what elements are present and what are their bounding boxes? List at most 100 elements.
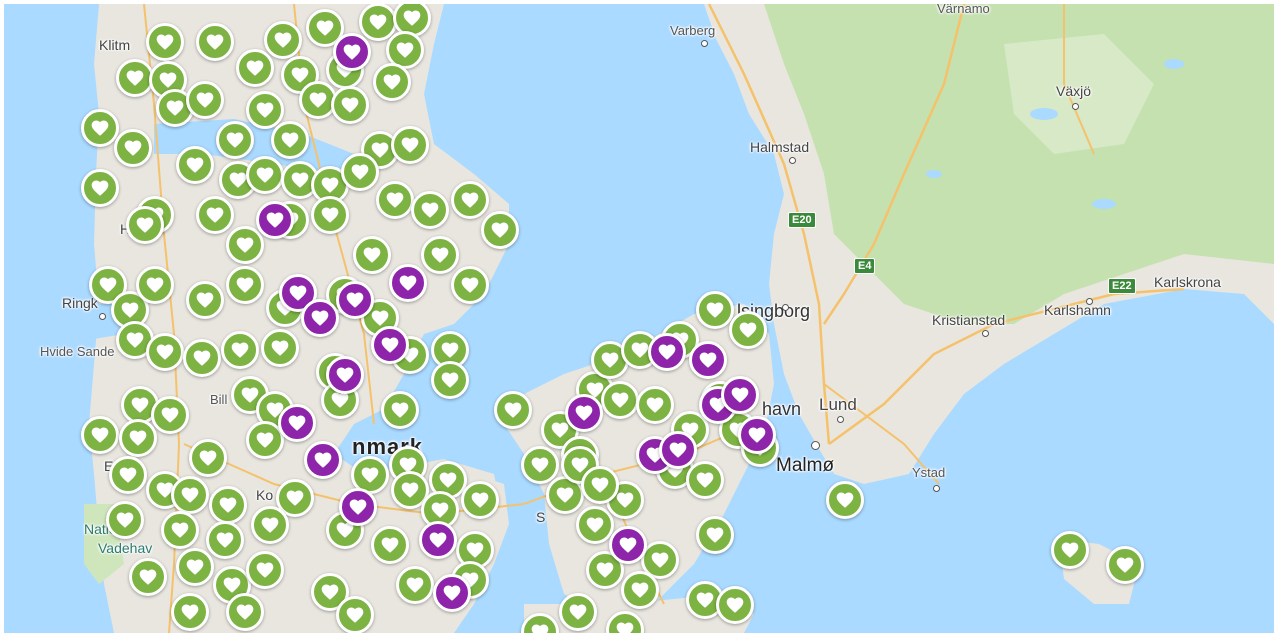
green-heart-marker[interactable] [1106, 546, 1144, 584]
purple-heart-marker[interactable] [433, 574, 471, 612]
green-heart-marker[interactable] [216, 121, 254, 159]
green-heart-marker[interactable] [381, 391, 419, 429]
green-heart-marker[interactable] [246, 156, 284, 194]
green-heart-marker[interactable] [226, 593, 264, 631]
green-heart-marker[interactable] [451, 266, 489, 304]
purple-heart-marker[interactable] [565, 394, 603, 432]
purple-heart-marker[interactable] [636, 436, 674, 474]
green-heart-marker[interactable] [581, 466, 619, 504]
green-heart-marker[interactable] [576, 506, 614, 544]
green-heart-marker[interactable] [81, 416, 119, 454]
green-heart-marker[interactable] [226, 266, 264, 304]
green-heart-marker[interactable] [119, 419, 157, 457]
green-heart-marker[interactable] [391, 471, 429, 509]
green-heart-marker[interactable] [391, 126, 429, 164]
purple-heart-marker[interactable] [609, 526, 647, 564]
green-heart-marker[interactable] [826, 481, 864, 519]
green-heart-marker[interactable] [136, 266, 174, 304]
green-heart-marker[interactable] [186, 81, 224, 119]
green-heart-marker[interactable] [359, 4, 397, 41]
green-heart-marker[interactable] [116, 59, 154, 97]
green-heart-marker[interactable] [494, 391, 532, 429]
green-heart-marker[interactable] [376, 181, 414, 219]
green-heart-marker[interactable] [696, 516, 734, 554]
green-heart-marker[interactable] [341, 153, 379, 191]
purple-heart-marker[interactable] [689, 341, 727, 379]
green-heart-marker[interactable] [411, 191, 449, 229]
green-heart-marker[interactable] [353, 236, 391, 274]
green-heart-marker[interactable] [559, 593, 597, 631]
green-heart-marker[interactable] [209, 486, 247, 524]
green-heart-marker[interactable] [189, 439, 227, 477]
green-heart-marker[interactable] [126, 206, 164, 244]
purple-heart-marker[interactable] [339, 488, 377, 526]
green-heart-marker[interactable] [421, 236, 459, 274]
purple-heart-marker[interactable] [278, 404, 316, 442]
green-heart-marker[interactable] [636, 386, 674, 424]
green-heart-marker[interactable] [451, 181, 489, 219]
green-heart-marker[interactable] [546, 476, 584, 514]
green-heart-marker[interactable] [686, 461, 724, 499]
green-heart-marker[interactable] [586, 551, 624, 589]
purple-heart-marker[interactable] [659, 431, 697, 469]
purple-heart-marker[interactable] [301, 299, 339, 337]
green-heart-marker[interactable] [251, 506, 289, 544]
green-heart-marker[interactable] [729, 311, 767, 349]
green-heart-marker[interactable] [196, 23, 234, 61]
green-heart-marker[interactable] [206, 521, 244, 559]
green-heart-marker[interactable] [81, 169, 119, 207]
green-heart-marker[interactable] [336, 596, 374, 633]
green-heart-marker[interactable] [271, 121, 309, 159]
green-heart-marker[interactable] [311, 573, 349, 611]
green-heart-marker[interactable] [81, 109, 119, 147]
green-heart-marker[interactable] [461, 481, 499, 519]
green-heart-marker[interactable] [246, 551, 284, 589]
green-heart-marker[interactable] [606, 611, 644, 633]
green-heart-marker[interactable] [161, 511, 199, 549]
green-heart-marker[interactable] [431, 361, 469, 399]
green-heart-marker[interactable] [146, 23, 184, 61]
green-heart-marker[interactable] [176, 548, 214, 586]
green-heart-marker[interactable] [1051, 531, 1089, 569]
green-heart-marker[interactable] [696, 291, 734, 329]
green-heart-marker[interactable] [396, 566, 434, 604]
green-heart-marker[interactable] [171, 593, 209, 631]
purple-heart-marker[interactable] [256, 201, 294, 239]
green-heart-marker[interactable] [641, 541, 679, 579]
green-heart-marker[interactable] [311, 196, 349, 234]
green-heart-marker[interactable] [246, 91, 284, 129]
purple-heart-marker[interactable] [333, 33, 371, 71]
green-heart-marker[interactable] [261, 329, 299, 367]
map-canvas[interactable]: Värnamo Varberg Växjö Halmstad E20 E4 E2… [4, 4, 1274, 633]
green-heart-marker[interactable] [373, 63, 411, 101]
purple-heart-marker[interactable] [648, 333, 686, 371]
purple-heart-marker[interactable] [419, 521, 457, 559]
green-heart-marker[interactable] [183, 339, 221, 377]
green-heart-marker[interactable] [151, 396, 189, 434]
green-heart-marker[interactable] [196, 196, 234, 234]
green-heart-marker[interactable] [221, 331, 259, 369]
green-heart-marker[interactable] [481, 211, 519, 249]
purple-heart-marker[interactable] [336, 281, 374, 319]
green-heart-marker[interactable] [171, 476, 209, 514]
purple-heart-marker[interactable] [326, 356, 364, 394]
green-heart-marker[interactable] [306, 9, 344, 47]
green-heart-marker[interactable] [176, 146, 214, 184]
green-heart-marker[interactable] [146, 333, 184, 371]
green-heart-marker[interactable] [371, 526, 409, 564]
purple-heart-marker[interactable] [371, 326, 409, 364]
green-heart-marker[interactable] [114, 129, 152, 167]
green-heart-marker[interactable] [246, 421, 284, 459]
green-heart-marker[interactable] [129, 558, 167, 596]
green-heart-marker[interactable] [106, 501, 144, 539]
green-heart-marker[interactable] [716, 586, 754, 624]
green-heart-marker[interactable] [561, 446, 599, 484]
green-heart-marker[interactable] [236, 49, 274, 87]
purple-heart-marker[interactable] [738, 416, 776, 454]
green-heart-marker[interactable] [621, 571, 659, 609]
green-heart-marker[interactable] [186, 281, 224, 319]
green-heart-marker[interactable] [331, 86, 369, 124]
purple-heart-marker[interactable] [721, 376, 759, 414]
green-heart-marker[interactable] [521, 446, 559, 484]
green-heart-marker[interactable] [601, 381, 639, 419]
